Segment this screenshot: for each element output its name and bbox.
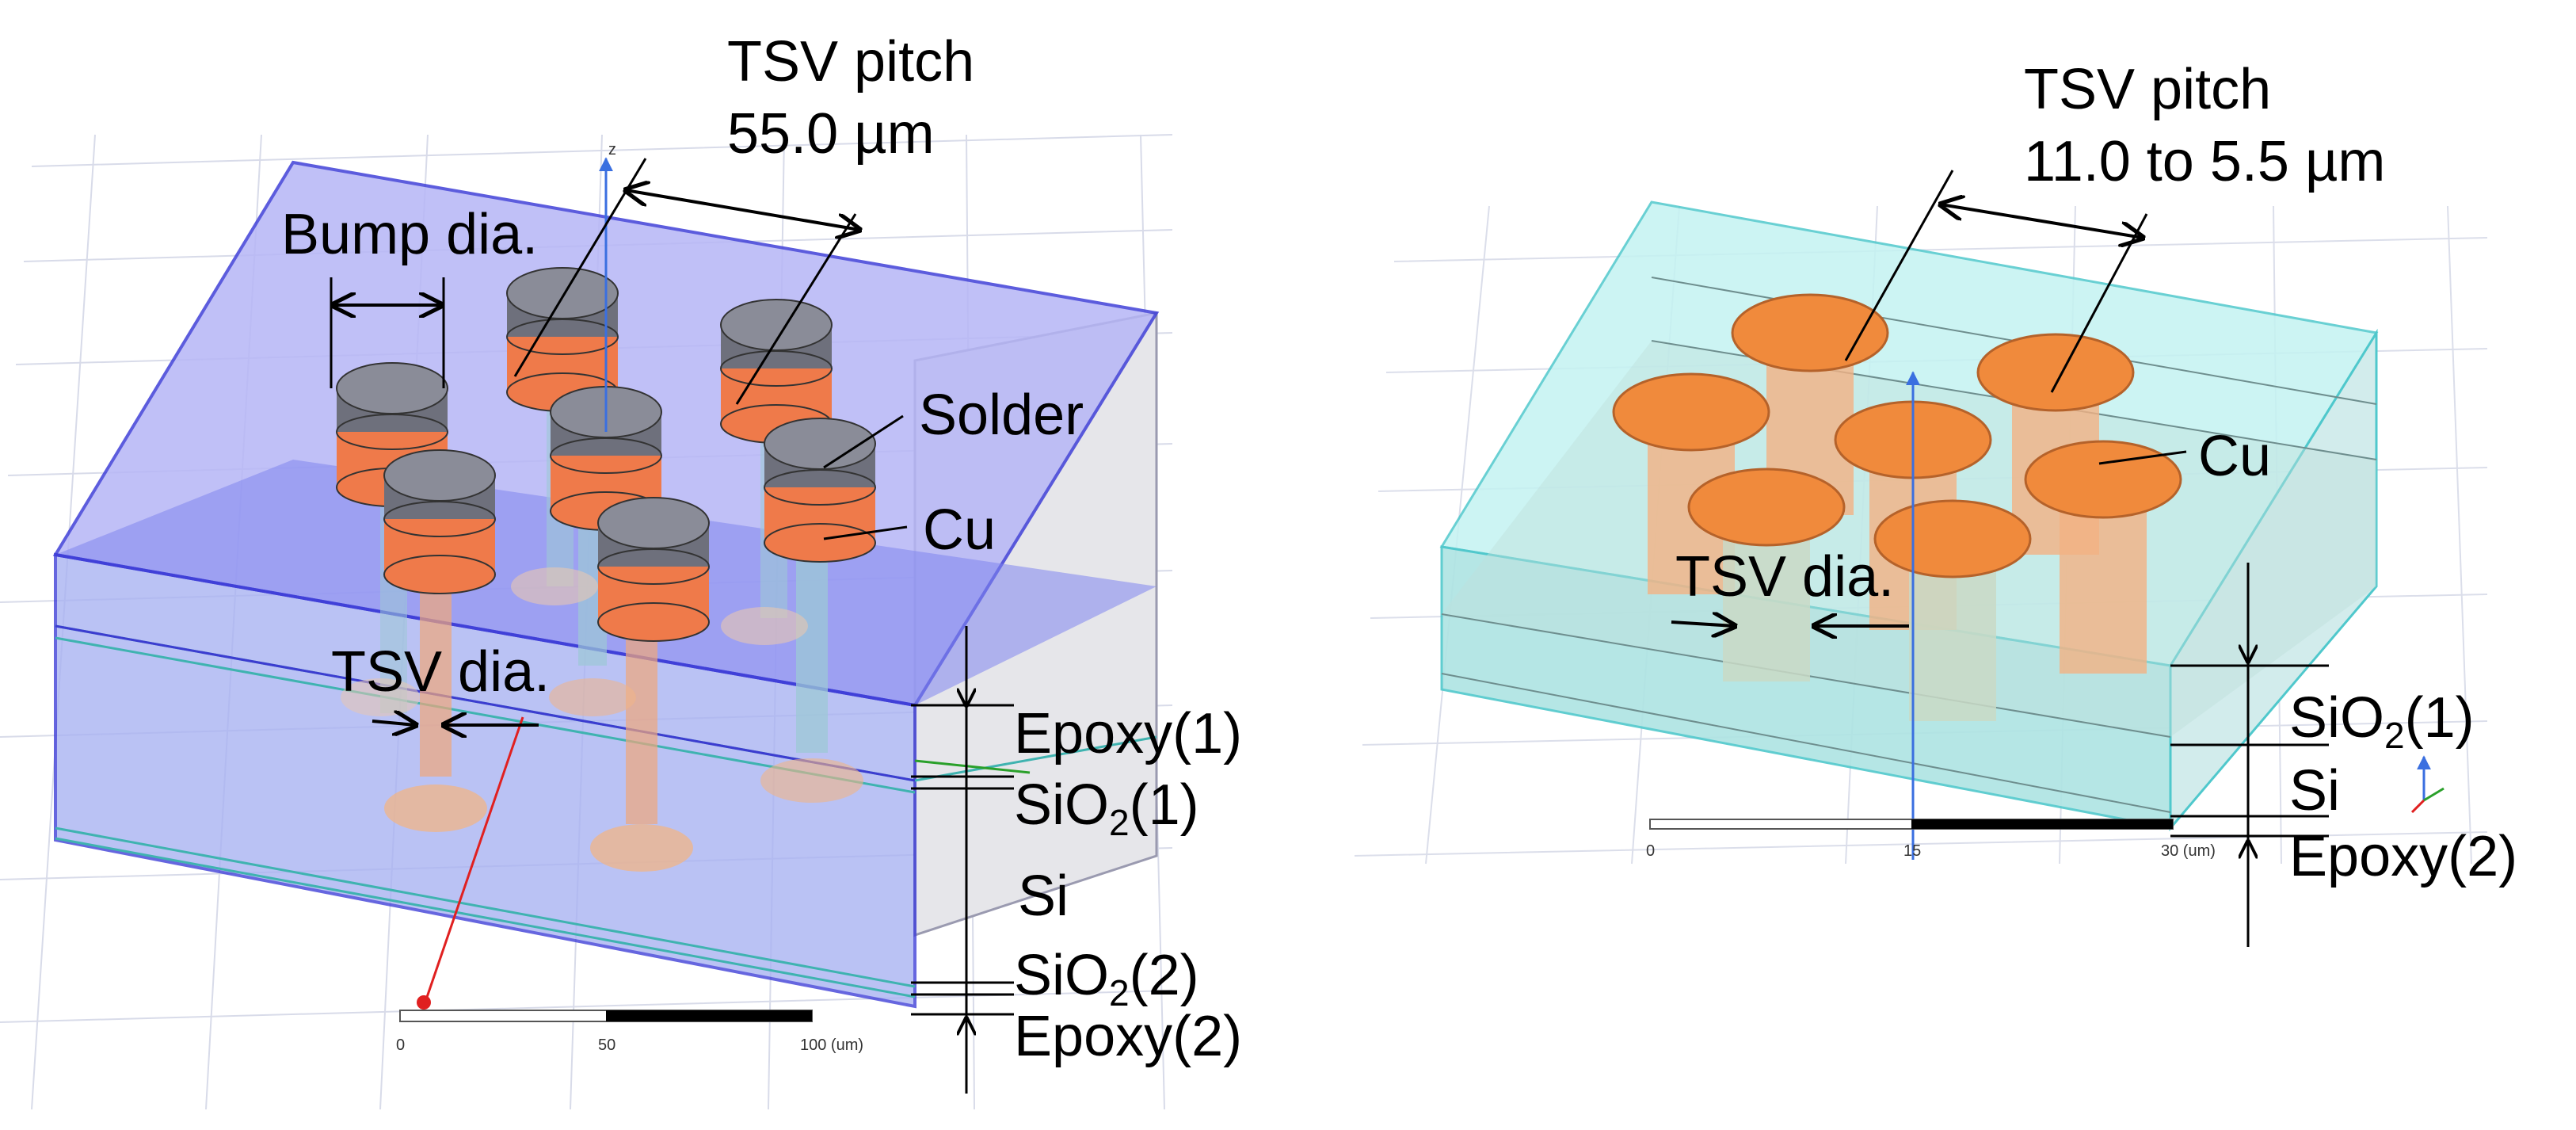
left-sio2-1-label: SiO2(1) xyxy=(1014,773,1199,843)
scale-tick-100: 100 (um) xyxy=(800,1036,863,1054)
right-tsv-pitch-value: 11.0 to 5.5 µm xyxy=(2024,130,2385,193)
left-y-axis xyxy=(914,759,1031,774)
bump xyxy=(506,267,619,412)
mini-axis-x xyxy=(2410,799,2425,814)
left-solder-label: Solder xyxy=(919,384,1084,447)
tsv-dia-arrow-left xyxy=(372,721,416,725)
left-bump-dia-label: Bump dia. xyxy=(281,203,538,266)
right-tsvs xyxy=(1612,293,2182,721)
right-sio2-1-base: SiO xyxy=(2289,686,2384,750)
bump xyxy=(383,449,496,594)
left-z-axis-label: z xyxy=(608,141,616,158)
bump xyxy=(764,418,876,563)
right-scale-bar: 0 15 30 (um) xyxy=(1646,819,2216,860)
left-box-front-top-edge xyxy=(55,624,916,782)
solder-leader xyxy=(823,414,904,469)
left-x-axis xyxy=(422,716,524,1007)
left-pitch-arrow xyxy=(626,190,859,230)
sio2-1-sub: 2 xyxy=(1109,802,1130,843)
scale-tick-0: 0 xyxy=(396,1036,405,1054)
left-origin-marker xyxy=(417,995,431,1010)
right-sio2-1-sub: 2 xyxy=(2384,715,2405,756)
left-panel: z 0 50 100 (um) TSV pitch 55.0 µm Bump d… xyxy=(0,30,1242,1110)
left-pitch-leader-2 xyxy=(735,213,857,405)
right-si-label: Si xyxy=(2289,759,2340,823)
sio2-1-base: SiO xyxy=(1014,773,1109,837)
left-tsv-dia-label: TSV dia. xyxy=(331,640,550,704)
right-tsv-dia-arrow-left xyxy=(1671,622,1735,626)
cu-leader xyxy=(823,525,908,540)
left-bumps xyxy=(336,267,876,642)
tsv-head xyxy=(1687,468,1846,681)
scale-tick-0: 0 xyxy=(1646,842,1655,860)
right-panel: 0 15 30 (um) TSV pitch 11.0 to 5.5 µm Cu… xyxy=(1354,58,2517,947)
right-pitch-leader-1 xyxy=(1844,170,1954,361)
mini-axis-y xyxy=(2423,787,2445,802)
scale-tick-30: 30 (um) xyxy=(2161,842,2216,860)
sio2-1-suffix: (1) xyxy=(1130,773,1199,837)
right-sio2-1-suffix: (1) xyxy=(2405,686,2475,750)
tsv-head xyxy=(2024,440,2182,674)
bump xyxy=(597,497,710,642)
left-epoxy2-label: Epoxy(2) xyxy=(1014,1005,1242,1068)
sio2-2-base: SiO xyxy=(1014,944,1109,1007)
left-epoxy1-label: Epoxy(1) xyxy=(1014,702,1242,765)
left-scale-bar: 0 50 100 (um) xyxy=(396,1010,863,1054)
right-tsv-dia-label: TSV dia. xyxy=(1675,545,1894,609)
right-epoxy2-label: Epoxy(2) xyxy=(2289,825,2517,888)
left-box-top-edge xyxy=(55,553,916,707)
scale-tick-50: 50 xyxy=(598,1036,615,1054)
right-cu-label: Cu xyxy=(2198,425,2271,488)
scale-tick-15: 15 xyxy=(1903,842,1921,860)
sio2-2-suffix: (2) xyxy=(1130,944,1199,1007)
right-sio2-1-label: SiO2(1) xyxy=(2289,686,2475,756)
left-tsv-pitch-title: TSV pitch xyxy=(727,30,974,94)
sio2-2-sub: 2 xyxy=(1109,972,1130,1014)
left-si-label: Si xyxy=(1018,865,1069,928)
right-pitch-arrow xyxy=(1941,204,2143,238)
left-sio2-2-label: SiO2(2) xyxy=(1014,944,1199,1014)
left-tsv-pitch-value: 55.0 µm xyxy=(727,102,935,166)
left-cu-label: Cu xyxy=(923,498,996,562)
right-cu-leader xyxy=(2098,450,2187,465)
right-tsv-pitch-title: TSV pitch xyxy=(2024,58,2271,121)
